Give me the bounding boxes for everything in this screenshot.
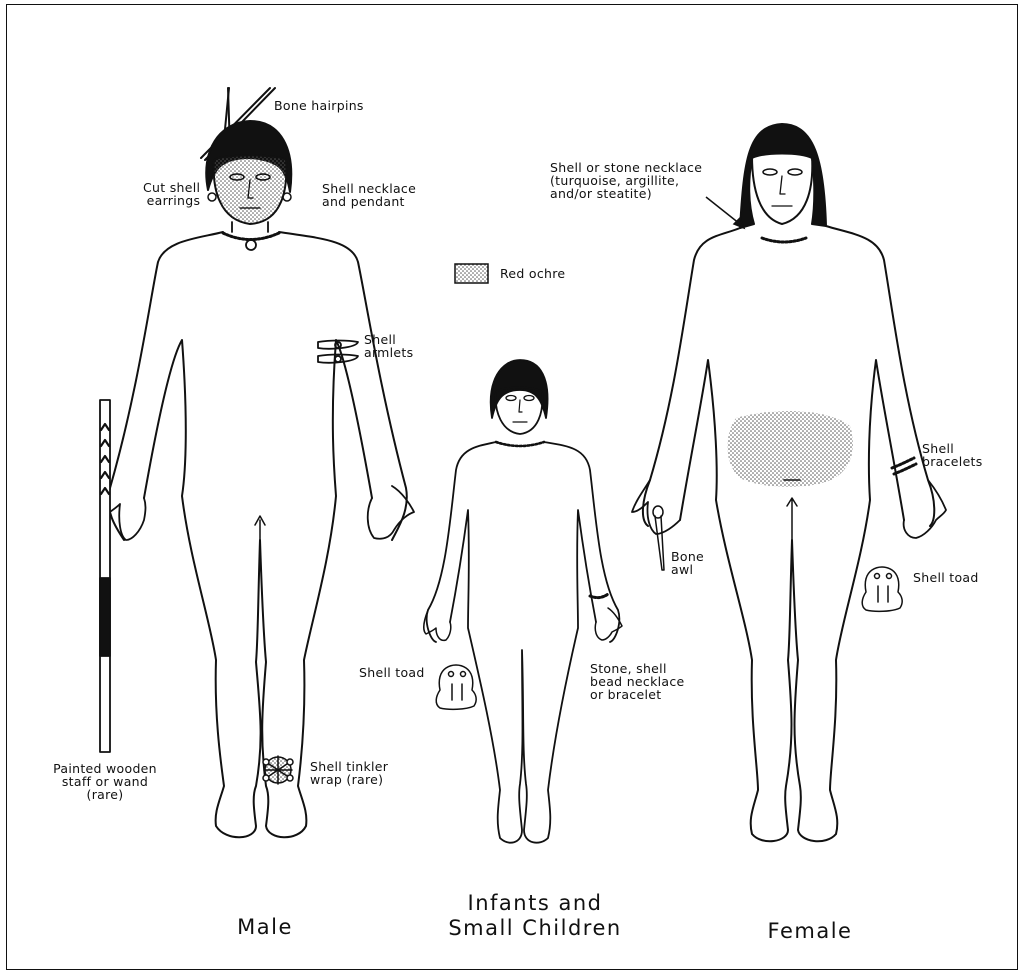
female-body [643, 226, 934, 841]
female-necklace-icon [762, 238, 806, 242]
female-figure [632, 124, 946, 841]
necklace-leader-arrow [706, 197, 744, 228]
female-shell-toad-icon [862, 567, 902, 611]
label-shell-necklace-pendant: Shell necklace and pendant [322, 182, 416, 208]
child-body [427, 442, 620, 843]
label-shell-stone-necklace: Shell or stone necklace (turquoise, argi… [550, 161, 702, 200]
label-red-ochre: Red ochre [500, 267, 565, 280]
label-shell-tinkler: Shell tinkler wrap (rare) [310, 760, 388, 786]
label-shell-bracelets: Shell bracelets [922, 442, 983, 468]
label-cut-shell-earrings: Cut shell earrings [143, 181, 200, 207]
label-bone-hairpins: Bone hairpins [274, 99, 364, 112]
shell-tinkler-icon [263, 756, 293, 784]
caption-male: Male [200, 915, 330, 940]
label-shell-toad-female: Shell toad [913, 571, 979, 584]
child-necklace-icon [496, 442, 544, 446]
painted-staff-icon [100, 400, 110, 752]
male-body [108, 232, 406, 837]
child-shell-toad-icon [436, 665, 476, 709]
female-face [752, 152, 812, 225]
male-pendant-icon [246, 240, 256, 250]
child-figure [424, 360, 622, 843]
male-face [214, 156, 287, 225]
child-bracelet-icon [590, 594, 608, 598]
label-shell-toad-child: Shell toad [359, 666, 425, 679]
red-ochre-swatch [455, 264, 488, 283]
label-painted-staff: Painted wooden staff or wand (rare) [46, 762, 164, 801]
bone-awl-icon [653, 506, 664, 570]
label-bone-awl: Bone awl [671, 550, 704, 576]
red-ochre-patch [727, 411, 853, 487]
caption-female: Female [735, 919, 885, 944]
caption-children: Infants and Small Children [420, 891, 650, 941]
shell-earring-icon [283, 193, 291, 201]
label-shell-armlets: Shell armlets [364, 333, 413, 359]
label-stone-shell-bead: Stone, shell bead necklace or bracelet [590, 662, 685, 701]
male-necklace-icon [223, 233, 279, 240]
shell-earring-icon [208, 193, 216, 201]
